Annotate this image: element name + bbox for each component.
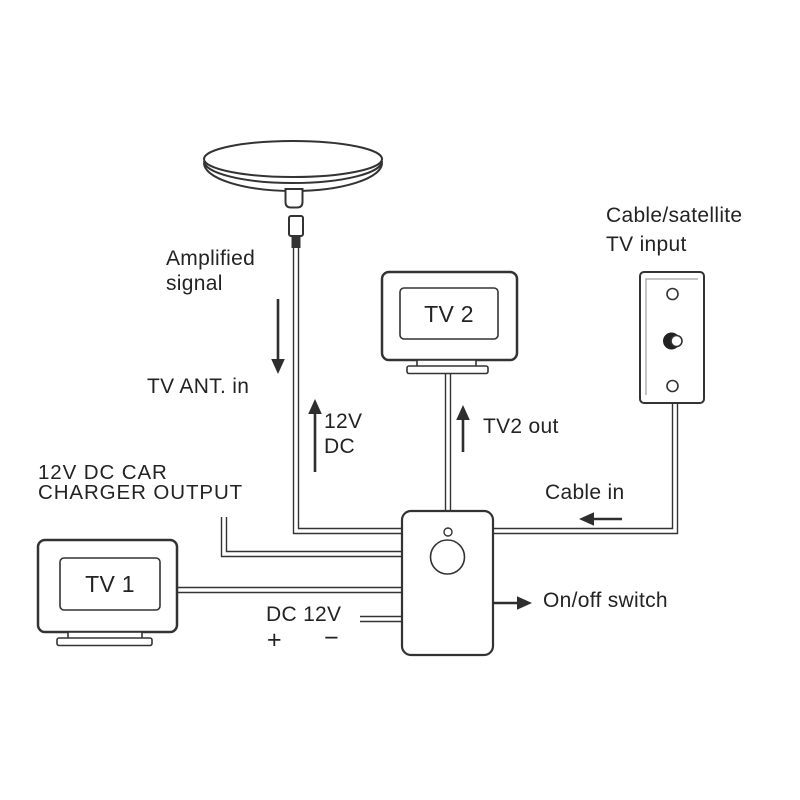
switch-knob (429, 539, 466, 575)
tv2-out-arrow-icon (456, 405, 470, 452)
minus-sign-label: − (324, 624, 339, 652)
antenna-cable (292, 246, 404, 535)
tv-ant-in-label: TV ANT. in (147, 375, 250, 398)
coax-ferrule (291, 235, 301, 248)
car-charger-output-label: 12V DC CAR CHARGER OUTPUT (38, 461, 244, 504)
twelve-v-dc-line1: 12V (324, 410, 363, 433)
on-off-switch-label: On/off switch (543, 589, 668, 612)
tv2-label: TV 2 (424, 301, 474, 327)
wall-plate-icon (639, 271, 705, 404)
car-charger-line1: 12V DC CAR (38, 461, 168, 484)
amplified-signal-arrow-icon (271, 299, 285, 374)
cable-satellite-input-label: Cable/satellite TV input (606, 201, 742, 259)
amplified-signal-label: Amplified signal (166, 246, 255, 296)
amplified-signal-line2: signal (166, 272, 223, 295)
cable-satellite-line1: Cable/satellite (606, 204, 743, 227)
switch-box-icon (400, 509, 495, 657)
led-indicator (443, 527, 453, 537)
amplified-signal-line1: Amplified (166, 247, 256, 270)
twelve-v-dc-arrow-icon (308, 399, 322, 472)
twelve-v-dc-label: 12V DC (324, 409, 362, 459)
car-charger-line2: CHARGER OUTPUT (38, 481, 244, 504)
tv1-label: TV 1 (85, 571, 135, 597)
cables (174, 246, 679, 623)
dc-12v-label: DC 12V (266, 603, 342, 626)
plus-sign-label: + (267, 626, 282, 654)
car-charger-cable (220, 517, 404, 558)
cable-in-cable (489, 400, 679, 535)
cable-in-label: Cable in (545, 481, 625, 504)
dome-antenna-icon (203, 140, 383, 248)
cable-satellite-line2: TV input (606, 233, 687, 256)
twelve-v-dc-line2: DC (324, 435, 355, 458)
on-off-arrow-icon (493, 596, 532, 610)
tv2-out-label: TV2 out (483, 415, 559, 438)
screw-top (666, 287, 679, 301)
screw-bottom (666, 379, 679, 393)
tv1-monitor-icon (36, 538, 179, 647)
coax-connector (288, 215, 304, 237)
tv2-monitor-icon (380, 270, 519, 375)
cable-in-arrow-icon (579, 512, 622, 526)
